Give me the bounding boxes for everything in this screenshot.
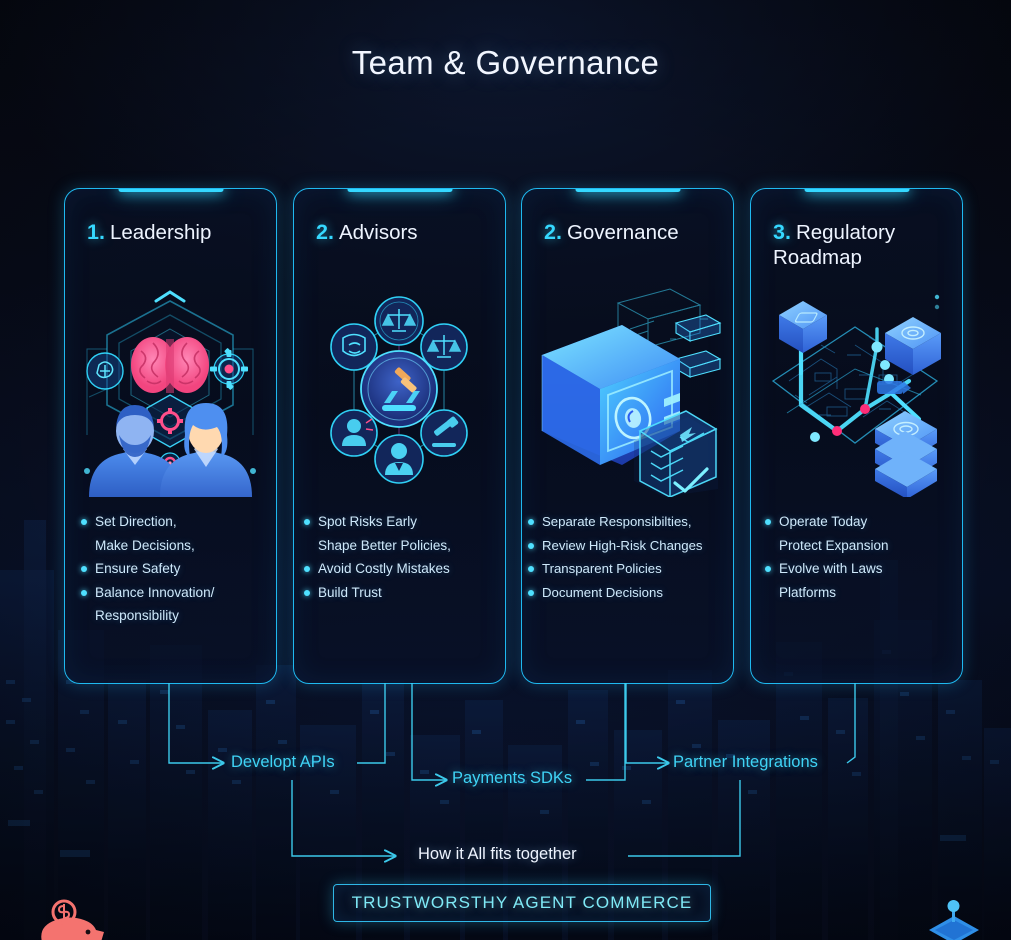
flow-label-developt-apis: Developt APIs [231,753,335,771]
bullet-dot [528,519,534,525]
list-item: Build Trust [304,582,495,605]
bullet-text: Transparent Policies [542,561,662,576]
bullet-text: Operate Today [779,514,868,529]
advisor-network-nodes-icon [302,285,497,497]
card-title: Governance [566,221,679,244]
card-regulatory-roadmap[interactable]: 3.Regulatory Roadmap [750,188,963,684]
list-item: Transparent Policies [528,558,723,581]
bullet-text: Shape Better Policies, [318,537,451,553]
bullet-text: Balance Innovation/ [95,584,215,600]
list-item: Platforms [765,582,952,605]
person-right [160,403,252,497]
piggy-bank-icon [41,899,104,940]
list-item: Spot Risks Early [304,511,495,534]
person-left [89,405,181,497]
banner-trustworthy-agent-commerce[interactable]: TRUSTWORSTHY AGENT COMMERCE [333,884,711,922]
bullet-dot [81,566,87,572]
card-accent-bar [118,189,223,192]
list-item: Review High-Risk Changes [528,535,723,558]
card-accent-bar [804,189,909,192]
bullet-text: Make Decisions, [95,537,195,553]
bullet-text: Platforms [779,584,837,600]
bullet-text: Document Decisions [542,584,663,600]
bullet-list: Separate Responsibilties, Review High-Ri… [528,511,723,605]
card-title: Leadership [109,221,212,244]
bullet-text: Evolve with Laws [779,561,883,576]
list-item: Avoid Costly Mistakes [304,558,495,581]
card-header: 1.Leadership [87,220,262,245]
bullet-list: Operate Today Protect Expansion Evolve w… [765,511,952,605]
bullet-dot [304,566,310,572]
bullet-dot [81,519,87,525]
bullet-dot [528,542,534,549]
bullet-text: Set Direction, [95,514,177,529]
flow-label-payments-sdks: Payments SDKs [452,769,573,787]
flow-label-summary: How it All fits together [418,845,577,863]
bullet-dot [528,589,534,596]
list-item: Shape Better Policies, [304,535,495,558]
card-leadership[interactable]: 1.Leadership [64,188,277,684]
card-header: 2.Governance [544,220,719,245]
list-item: Responsibility [81,605,266,628]
bullet-list: Set Direction, Make Decisions, Ensure Sa… [81,511,266,629]
bullet-text: Spot Risks Early [318,514,418,529]
bullet-dot [765,566,771,572]
card-number: 2. [544,220,562,244]
card-number: 2. [316,220,334,244]
page-title: Team & Governance [351,44,660,81]
card-header: 3.Regulatory Roadmap [773,220,948,270]
isometric-node-icon [929,900,979,940]
list-item: Operate Today [765,511,952,534]
bullet-text: Review High-Risk Changes [542,537,703,553]
banner-text: TRUSTWORSTHY AGENT COMMERCE [351,893,693,912]
list-item: Evolve with Laws [765,558,952,581]
bullet-dot [765,519,771,525]
bullet-dot [304,519,310,525]
card-number: 3. [773,220,791,244]
bullet-dot [528,566,534,572]
bullet-list: Spot Risks Early Shape Better Policies, … [304,511,495,605]
bullet-text: Separate Responsibilties, [542,514,692,529]
list-item: Protect Expansion [765,535,952,558]
card-number: 1. [87,220,105,244]
bullet-dot [304,589,310,596]
brain-team-hexagon-icon [73,285,268,497]
bullet-dot [81,589,87,596]
card-accent-bar [575,189,680,192]
bullet-text: Build Trust [318,584,382,600]
circuit-roadmap-cubes-icon [759,285,954,497]
bullet-text: Protect Expansion [779,537,889,553]
card-header: 2.Advisors [316,220,491,245]
card-governance[interactable]: 2.Governance [521,188,734,684]
bullet-text: Responsibility [95,608,179,623]
card-advisors[interactable]: 2.Advisors [293,188,506,684]
card-title: Advisors [338,221,418,244]
bullet-text: Avoid Costly Mistakes [318,561,450,576]
list-item: Balance Innovation/ [81,582,266,605]
card-accent-bar [347,189,452,192]
vault-checklist-icon [530,285,725,497]
list-item: Set Direction, [81,511,266,534]
list-item: Ensure Safety [81,558,266,581]
flow-label-partner-integrations: Partner Integrations [673,753,818,771]
list-item: Separate Responsibilties, [528,511,723,534]
bullet-text: Ensure Safety [95,561,181,576]
list-item: Make Decisions, [81,535,266,558]
card-title: Regulatory Roadmap [773,221,896,269]
list-item: Document Decisions [528,582,723,605]
